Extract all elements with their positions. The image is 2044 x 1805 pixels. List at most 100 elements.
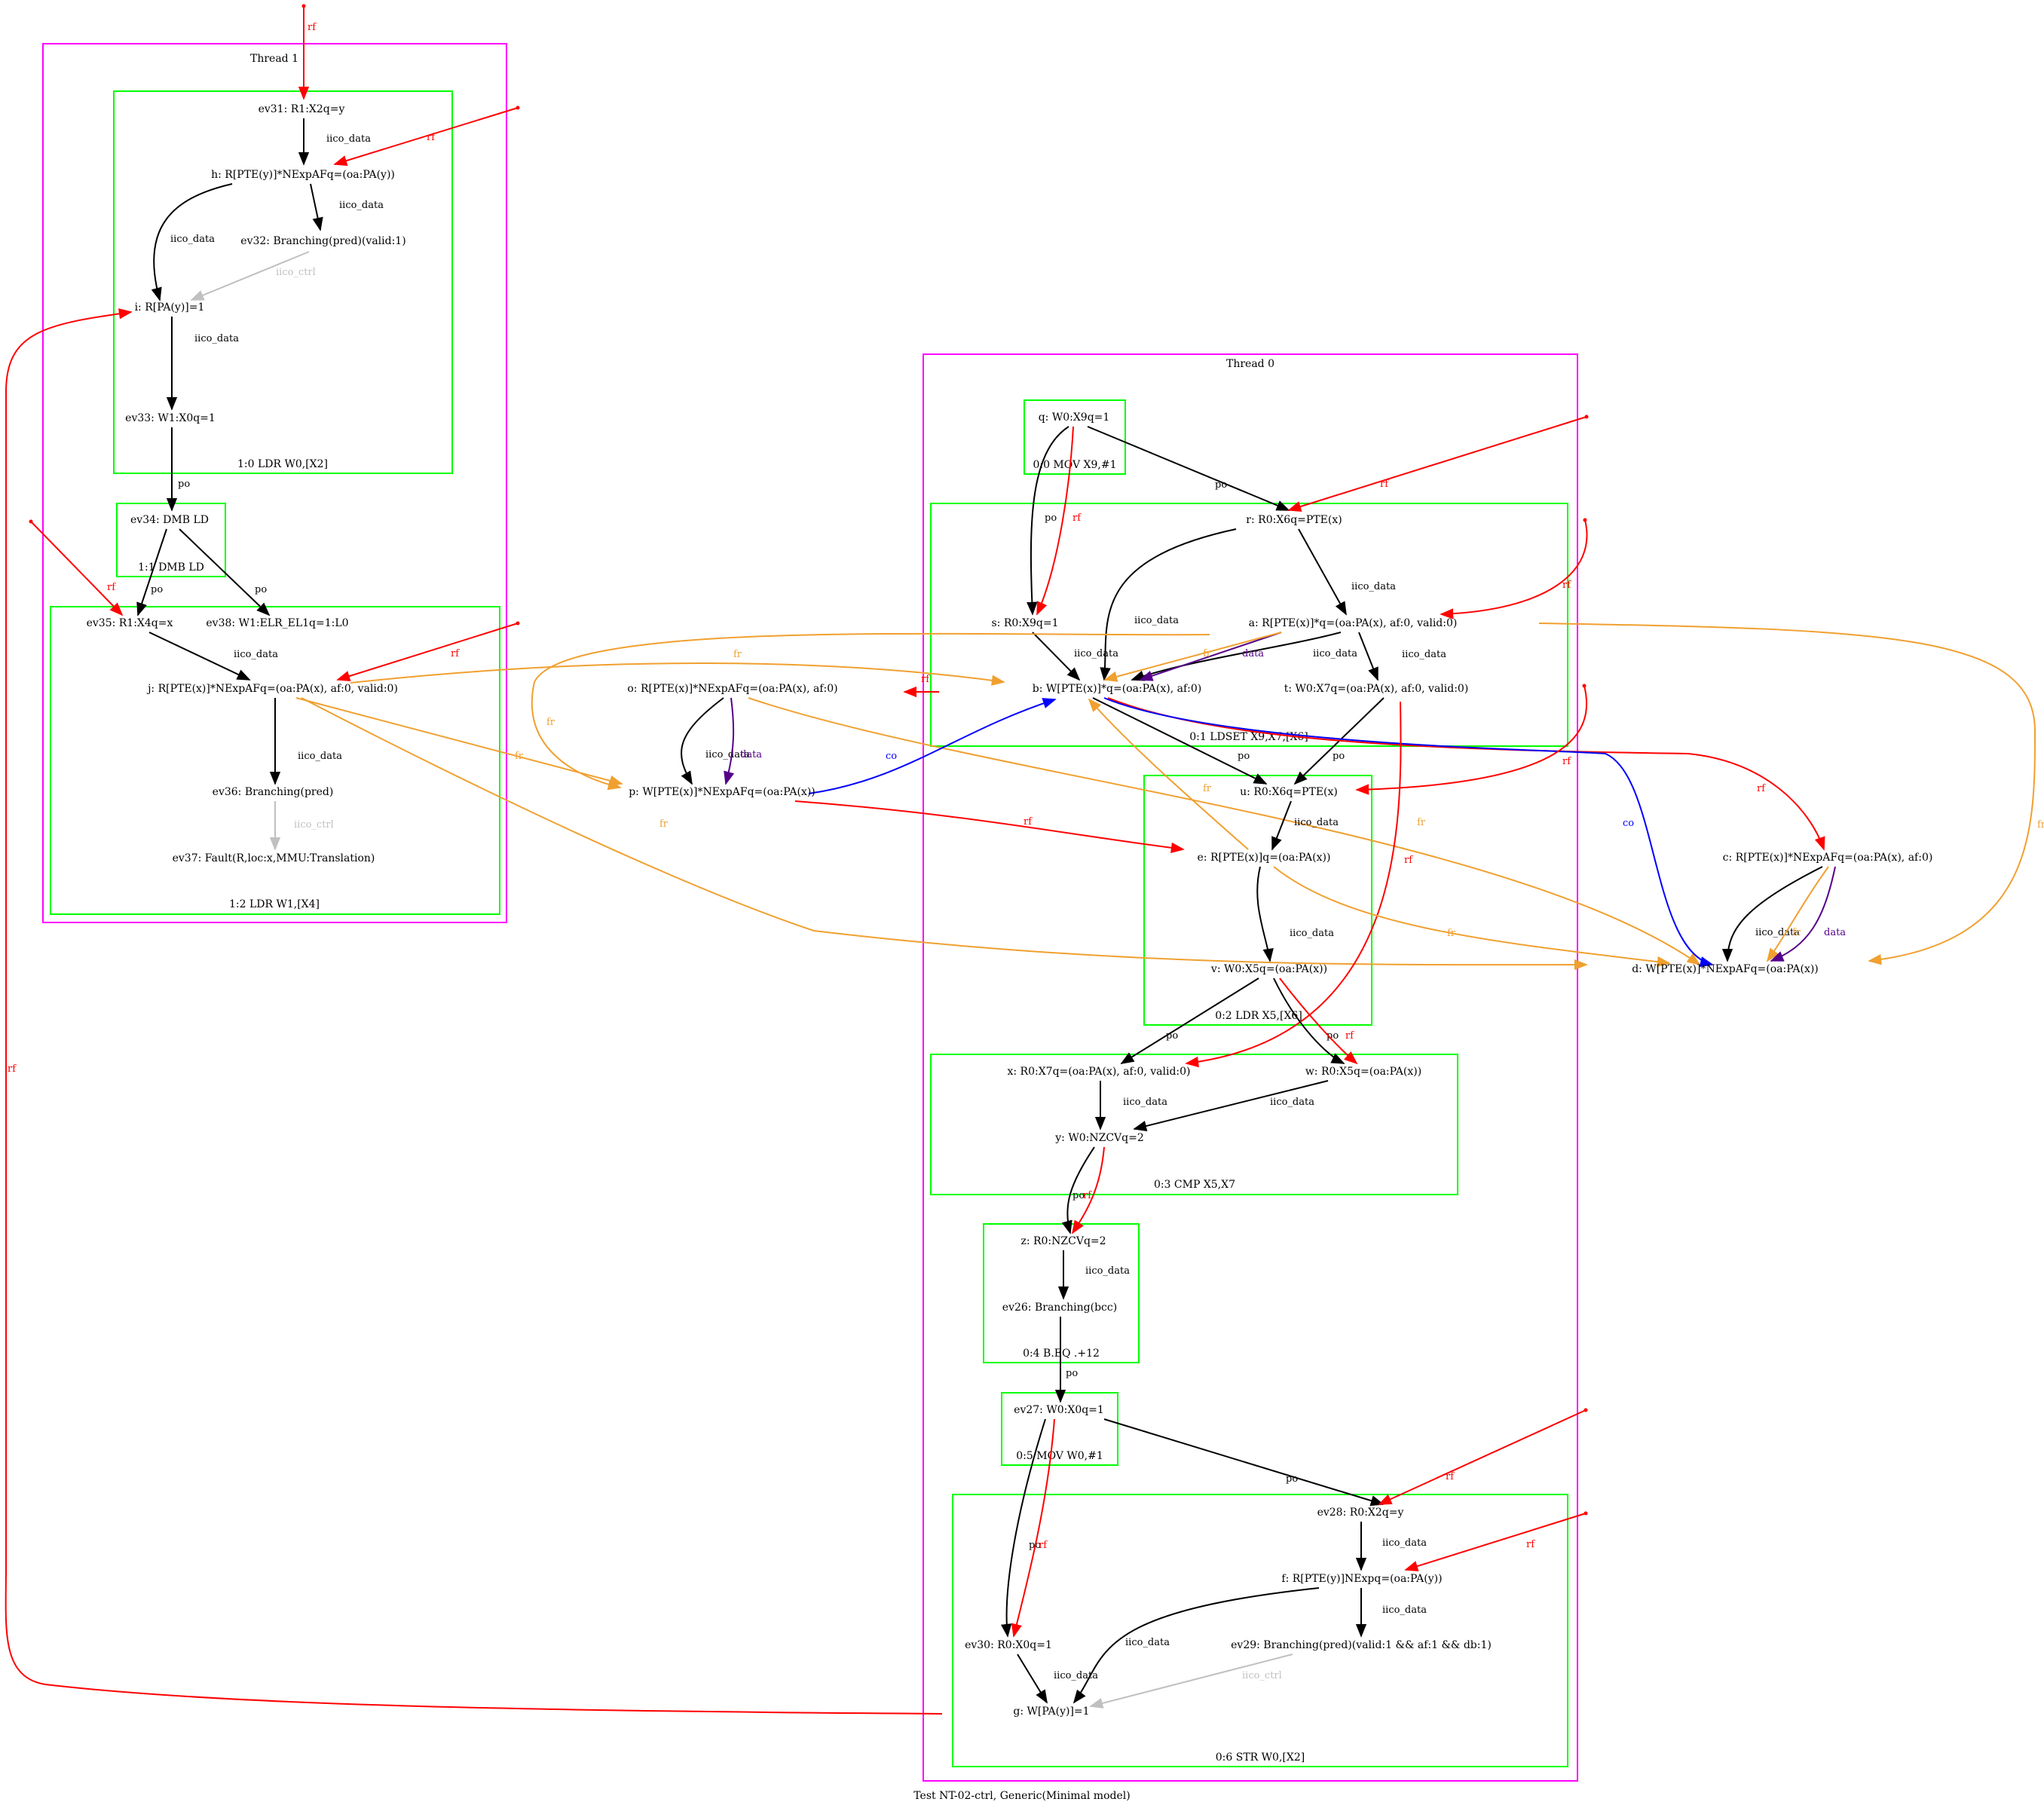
po-edge (1092, 697, 1268, 785)
init-write-dot (1584, 415, 1589, 419)
iico_data-edge (1256, 866, 1274, 962)
instruction-label: 0:2 LDR X5,[X6] (1215, 1010, 1302, 1022)
rf-edge (1355, 685, 1588, 795)
event-node: v: W0:X5q=(oa:PA(x)) (1210, 963, 1327, 975)
po-edge (1120, 977, 1259, 1064)
instruction-label: 0:0 MOV X9,#1 (1033, 459, 1116, 471)
init-write-dot (1583, 1408, 1588, 1412)
iico_data-edge-label: iico_data (194, 333, 239, 344)
po-edge-label: po (1072, 1190, 1085, 1201)
rf-edge-label: rf (308, 22, 317, 33)
iico_data-edge (1072, 1587, 1320, 1704)
po-edge (179, 528, 271, 616)
rf-edge-label: rf (1345, 1030, 1354, 1042)
instruction-label: 0:6 STR W0,[X2] (1216, 1751, 1305, 1764)
iico_data-edge-label: iico_data (1382, 1605, 1427, 1616)
po-edge-label: po (178, 479, 190, 490)
event-node: ev33: W1:X0q=1 (125, 412, 216, 424)
iico_data-edge (1131, 632, 1342, 681)
rf-edge (1287, 416, 1587, 512)
instruction-cluster-1-0: 1:0 LDR W0,[X2] (113, 90, 453, 474)
event-node: h: R[PTE(y)]*NExpAFq=(oa:PA(y)) (211, 169, 395, 181)
iico_ctrl-edge-label: iico_ctrl (1242, 1670, 1282, 1681)
iico_data-edge-label: iico_data (1054, 1670, 1098, 1681)
fr-edge (295, 697, 623, 786)
fr-edge-label: fr (733, 649, 742, 660)
rf-edge (5, 308, 943, 1715)
fr-edge (1088, 698, 1249, 850)
data-edge (724, 697, 735, 785)
fr-edge-label: fr (659, 818, 669, 830)
instruction-cluster-0-0: 0:0 MOV X9,#1 (1024, 399, 1126, 475)
data-edge (1139, 632, 1282, 681)
iico_ctrl-edge-label: iico_ctrl (276, 267, 316, 278)
event-node: ev38: W1:ELR_EL1q=1:L0 (206, 617, 348, 629)
data-edge-label: data (1242, 648, 1264, 659)
po-edge (136, 528, 167, 616)
iico_data-edge-label: iico_data (339, 200, 384, 211)
instruction-label: 0:3 CMP X5,X7 (1154, 1179, 1235, 1191)
init-write-dot (1582, 684, 1587, 688)
init-write-dot (1583, 1511, 1588, 1516)
event-node: z: R0:NZCVq=2 (1020, 1235, 1106, 1247)
fr-edge (350, 662, 1005, 686)
event-node: ev36: Branching(pred) (213, 786, 334, 798)
event-node: b: W[PTE(x)]*q=(oa:PA(x), af:0) (1033, 683, 1201, 695)
po-edge (1087, 426, 1290, 511)
thread-0-label: Thread 0 (1226, 358, 1274, 370)
event-node: e: R[PTE(x)]q=(oa:PA(x)) (1198, 852, 1331, 864)
iico_data-edge-label: iico_data (1270, 1097, 1314, 1108)
event-node: ev26: Branching(bcc) (1002, 1302, 1117, 1314)
event-node: ev37: Fault(R,loc:x,MMU:Translation) (173, 852, 375, 864)
event-node: r: R0:X6q=PTE(x) (1246, 514, 1342, 526)
fr-edge (1766, 866, 1829, 962)
event-node: ev34: DMB LD (130, 514, 209, 526)
rf-edge (30, 521, 124, 616)
iico_data-edge-label: iico_data (326, 133, 371, 145)
init-write-dot (516, 106, 520, 110)
init-write-dot (516, 621, 520, 626)
po-edge (1103, 1418, 1385, 1507)
instruction-label: 1:2 LDR W1,[X4] (229, 898, 320, 910)
rf-edge-label: rf (1083, 1190, 1092, 1201)
rf-edge-label: rf (1757, 783, 1766, 794)
instruction-cluster-0-3: 0:3 CMP X5,X7 (930, 1054, 1458, 1195)
rf-edge-label: rf (1024, 816, 1033, 828)
event-node: i: R[PA(y)]=1 (135, 301, 205, 314)
graph-caption: Test NT-02-ctrl, Generic(Minimal model) (913, 1790, 1130, 1802)
rf-edge-label: rf (427, 132, 436, 143)
fr-edge-label: fr (1417, 817, 1426, 828)
po-edge-label: po (1333, 751, 1345, 762)
rf-edge-label: rf (1562, 756, 1571, 767)
fr-edge (531, 632, 1210, 791)
fr-edge (1103, 632, 1282, 682)
instruction-label: 1:0 LDR W0,[X2] (237, 458, 328, 470)
po-edge-label: po (151, 584, 163, 595)
co-edge (808, 698, 1057, 794)
iico_data-edge (681, 697, 724, 785)
event-node: ev31: R1:X2q=y (259, 103, 345, 115)
data-edge-label: data (740, 749, 762, 760)
rf-edge (1378, 1409, 1587, 1505)
event-node: ev29: Branching(pred)(valid:1 && af:1 &&… (1231, 1639, 1492, 1651)
rf-edge (1404, 1513, 1587, 1572)
fr-edge-label: fr (515, 751, 524, 762)
fr-edge (1538, 623, 2036, 965)
fr-edge (301, 697, 1588, 971)
po-edge (1061, 1146, 1095, 1234)
iico_data-edge (1133, 1080, 1329, 1132)
po-edge-label: po (1066, 1368, 1078, 1379)
iico_data-edge (310, 183, 323, 231)
rf-edge (1107, 697, 1825, 851)
event-node: ev27: W0:X0q=1 (1014, 1404, 1104, 1416)
event-node: g: W[PA(y)]=1 (1013, 1706, 1089, 1718)
init-write-dot (301, 4, 306, 8)
rf-edge (1011, 1418, 1055, 1638)
rf-edge-label: rf (1562, 580, 1571, 591)
po-edge (1027, 426, 1069, 616)
event-node: ev30: R0:X0q=1 (965, 1639, 1052, 1651)
init-write-dot (29, 519, 33, 524)
iico_data-edge (1100, 528, 1237, 681)
instruction-cluster-1-2: 1:2 LDR W1,[X4] (50, 606, 500, 915)
rf-edge (1185, 701, 1402, 1068)
